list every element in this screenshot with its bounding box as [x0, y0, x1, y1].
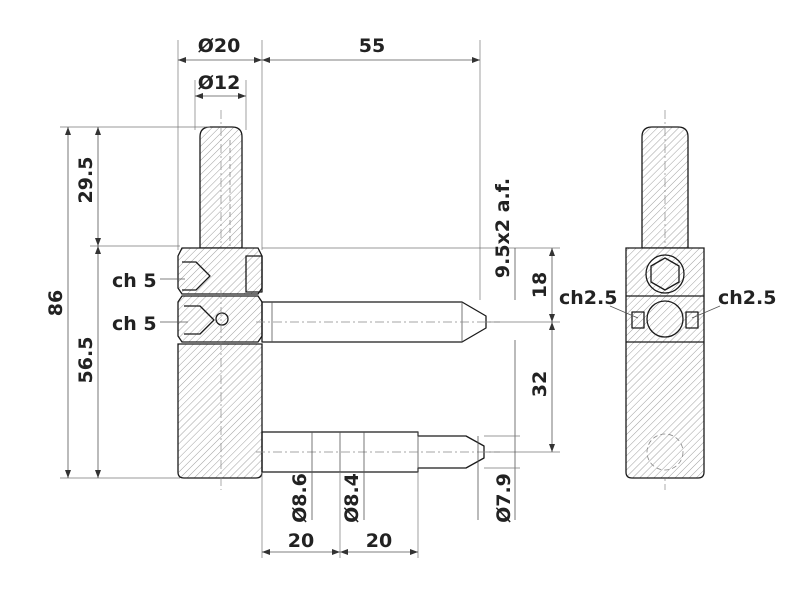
- front-view: [177, 110, 500, 490]
- pin-dia-label-3: Ø7.9: [493, 473, 515, 523]
- middle-knuckle: [177, 295, 263, 343]
- side-body: [625, 247, 705, 479]
- pin-len-label-1: 20: [288, 530, 314, 552]
- dimension-lines: [60, 40, 721, 558]
- dim-dia-inner: Ø12: [198, 72, 241, 94]
- pin-len-label-2: 20: [366, 530, 392, 552]
- dimension-labels: Ø20 55 Ø12 29.5 86 56.5 ch 5 ch 5 9.5x2 …: [45, 35, 776, 552]
- pin-dia-label-1: Ø8.6: [289, 473, 311, 523]
- dim-hex-size: 9.5x2 a.f.: [492, 178, 514, 278]
- lower-body: [177, 343, 263, 479]
- dim-spacing-upper: 18: [529, 272, 551, 298]
- chamfer-label-2: ch 5: [112, 313, 157, 335]
- top-pin: [199, 126, 243, 249]
- side-top-pin: [641, 126, 689, 249]
- dim-height-total: 86: [45, 290, 67, 316]
- dim-length-top: 55: [359, 35, 385, 57]
- side-chamfer-right-label: ch2.5: [718, 287, 776, 309]
- pin-dia-label-2: Ø8.4: [341, 473, 363, 523]
- upper-knuckle: [177, 247, 263, 295]
- dim-dia-outer: Ø20: [198, 35, 241, 57]
- chamfer-label-1: ch 5: [112, 270, 157, 292]
- side-view: [625, 110, 705, 490]
- dim-height-top: 29.5: [75, 157, 97, 204]
- dim-height-lower: 56.5: [75, 337, 97, 384]
- side-chamfer-left-label: ch2.5: [559, 287, 617, 309]
- hex-socket: [650, 257, 680, 291]
- dim-spacing-lower: 32: [529, 371, 551, 397]
